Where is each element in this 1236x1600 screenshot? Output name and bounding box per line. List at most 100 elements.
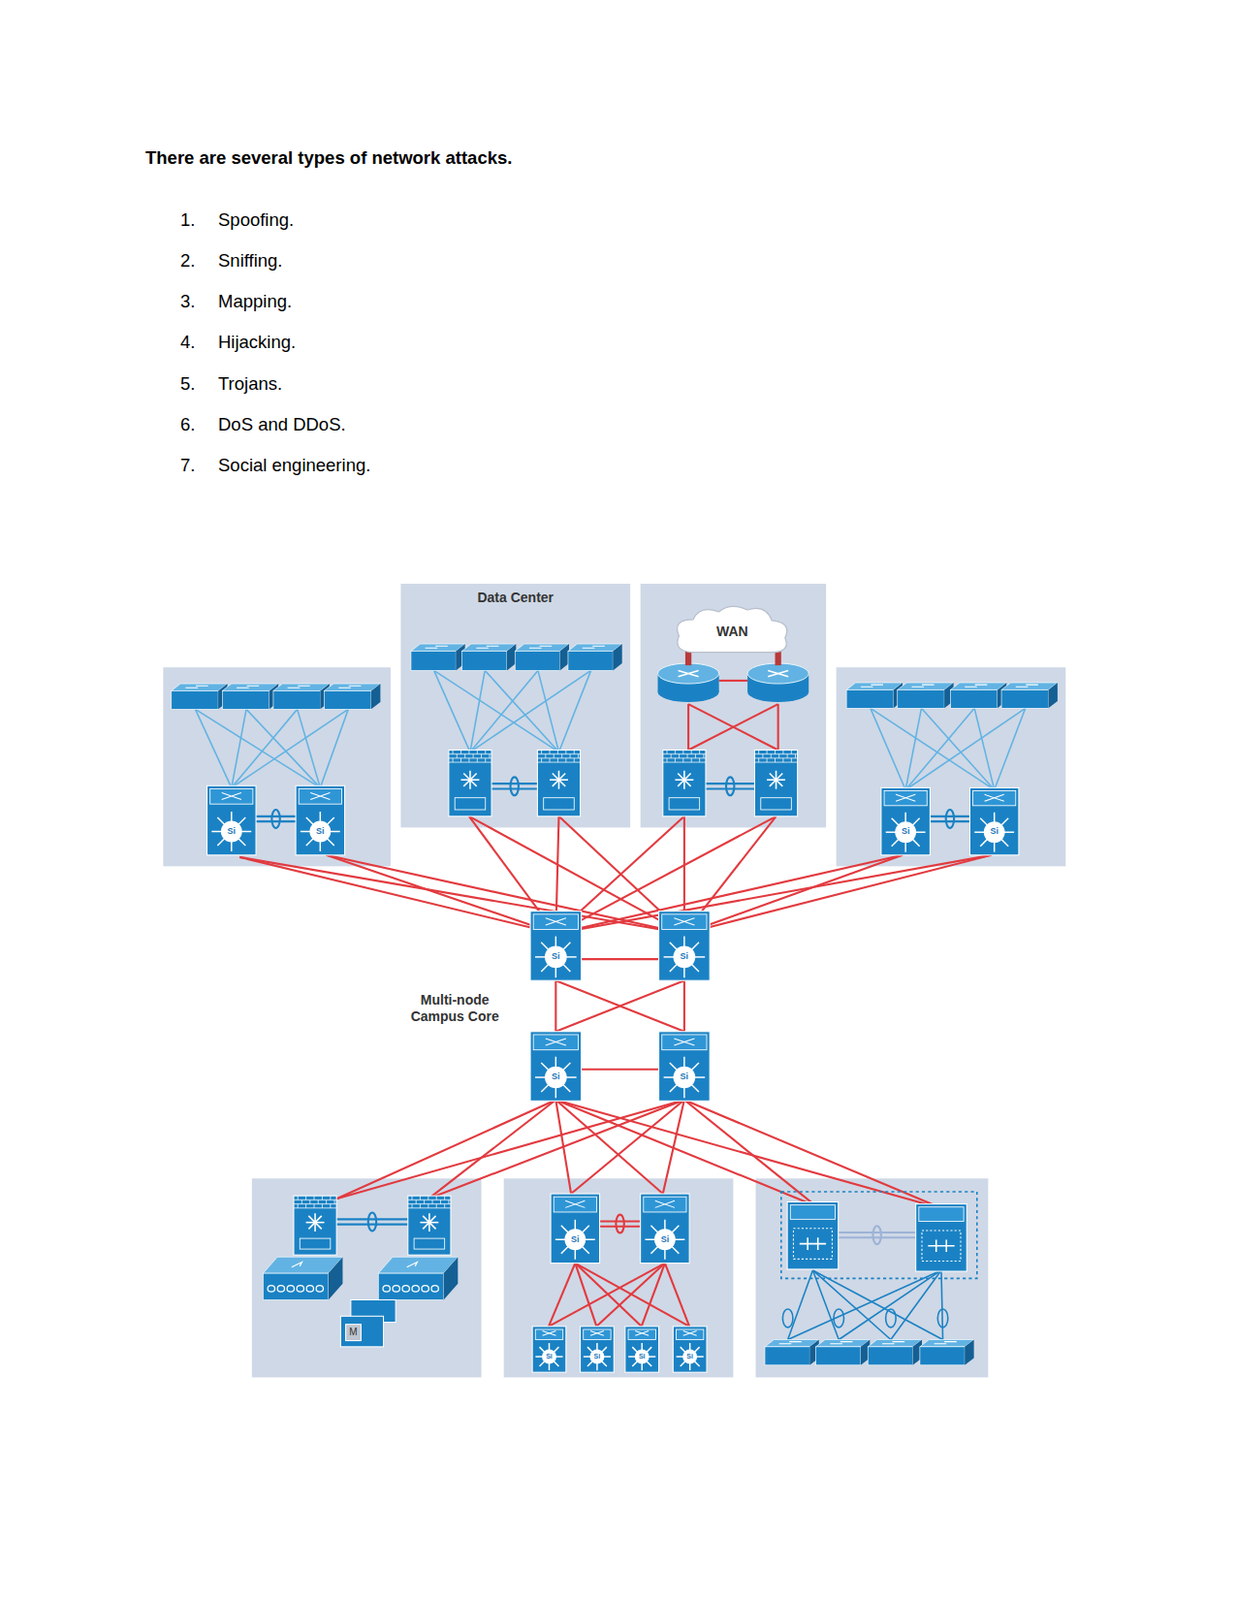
pair-link (838, 1231, 917, 1234)
core-link (554, 980, 557, 1032)
firewall-brick (329, 1195, 331, 1200)
appliance-port (316, 1285, 323, 1292)
downlink (428, 1099, 685, 1199)
switch-front (867, 1346, 913, 1365)
etherchannel-ring (368, 1212, 377, 1232)
switch-top (171, 683, 228, 691)
switch-top (411, 643, 466, 651)
switch-arrows (934, 1341, 957, 1344)
vss-inner (792, 1228, 832, 1260)
switch-front (846, 689, 893, 708)
firewall-brick (665, 749, 667, 754)
firewall-spoke (776, 773, 784, 781)
list-item: Hijacking. (218, 331, 296, 353)
appliance-port (421, 1285, 429, 1292)
etherchannel-ring (726, 776, 734, 795)
firewall-brick (561, 754, 563, 759)
firewall-brick (305, 1204, 307, 1208)
appliance-arrow (407, 1262, 418, 1268)
firewall-spoke (422, 1215, 430, 1223)
switch-arrows (529, 645, 552, 648)
si-label: Si (545, 1352, 553, 1360)
pair-link (255, 815, 296, 818)
firewall-panel (760, 797, 793, 810)
switch-x (655, 1200, 675, 1207)
switch-x (984, 793, 1005, 801)
firewall-spoke (470, 773, 477, 781)
switch-x (545, 1038, 567, 1046)
firewall-brick (761, 754, 763, 759)
firewall-brick (778, 754, 780, 759)
etherchannel-ring (937, 1308, 949, 1328)
uplink (555, 855, 991, 934)
switch-panel (973, 791, 1016, 806)
router-base (658, 681, 720, 702)
pair-link (838, 1236, 917, 1238)
downlink (684, 1099, 817, 1205)
firewall-brick (436, 1204, 438, 1208)
router-base (747, 681, 809, 702)
multilayer-switch (580, 1326, 615, 1372)
switch-side (964, 1338, 974, 1364)
switch-panel (553, 1196, 597, 1212)
firewall-brick (682, 749, 684, 754)
switch-front (171, 690, 219, 709)
si-circle (654, 1228, 676, 1250)
access-link (890, 1269, 942, 1340)
switch-panel (919, 1206, 964, 1222)
firewall-brick (782, 749, 784, 754)
switch-top (897, 682, 954, 690)
switch-top (919, 1338, 975, 1346)
switch-front (1001, 689, 1048, 708)
appliance-side (328, 1256, 344, 1300)
list-item: DoS and DDoS. (218, 413, 347, 436)
si-circle (309, 821, 331, 843)
multilayer-switch (530, 1031, 582, 1102)
switch-x (310, 792, 330, 799)
firewall-brick (488, 754, 490, 759)
access-link (434, 669, 560, 752)
wan-link (719, 679, 748, 682)
list-number: 7. (180, 454, 195, 476)
list-number: 5. (180, 373, 195, 395)
firewall-brick (570, 754, 571, 759)
firewall-brick (443, 1195, 445, 1200)
switch-panel (643, 1196, 687, 1212)
firewall-brick (321, 1204, 323, 1208)
core-link (555, 980, 685, 1032)
switch-front (816, 1346, 861, 1365)
downlink (641, 1263, 666, 1327)
firewall (663, 749, 706, 816)
pair-link (336, 1223, 409, 1226)
multilayer-switch (530, 911, 582, 982)
switch-arrows (475, 645, 499, 648)
si-label: Si (989, 826, 999, 836)
list-item: Social engineering. (218, 454, 371, 476)
panel-background (400, 583, 631, 827)
router-arrows (767, 669, 789, 676)
firewall-spoke (463, 779, 471, 787)
firewall-brick (758, 749, 760, 754)
si-label: Si (551, 951, 561, 961)
list-number: 2. (180, 250, 195, 272)
firewall-brick (419, 1204, 421, 1208)
uplink (555, 816, 776, 934)
pair-link (255, 820, 296, 823)
core-link (581, 1068, 660, 1071)
switch-front (950, 689, 997, 708)
firewall-brick (687, 754, 689, 759)
heading: There are several types of network attac… (145, 147, 512, 169)
firewall-brick (476, 749, 478, 754)
downlink (428, 1099, 556, 1199)
firewall-spoke (470, 779, 477, 787)
switch-panel (533, 914, 578, 930)
switch-arrows (882, 1341, 905, 1344)
firewall-spoke (315, 1215, 322, 1223)
uplink (326, 855, 557, 934)
firewall-brick (702, 754, 704, 759)
firewall-brick (674, 749, 676, 754)
switch-top (462, 643, 517, 651)
switch-x (673, 918, 695, 925)
si-circle (564, 1228, 586, 1250)
list-number: 3. (180, 290, 195, 313)
